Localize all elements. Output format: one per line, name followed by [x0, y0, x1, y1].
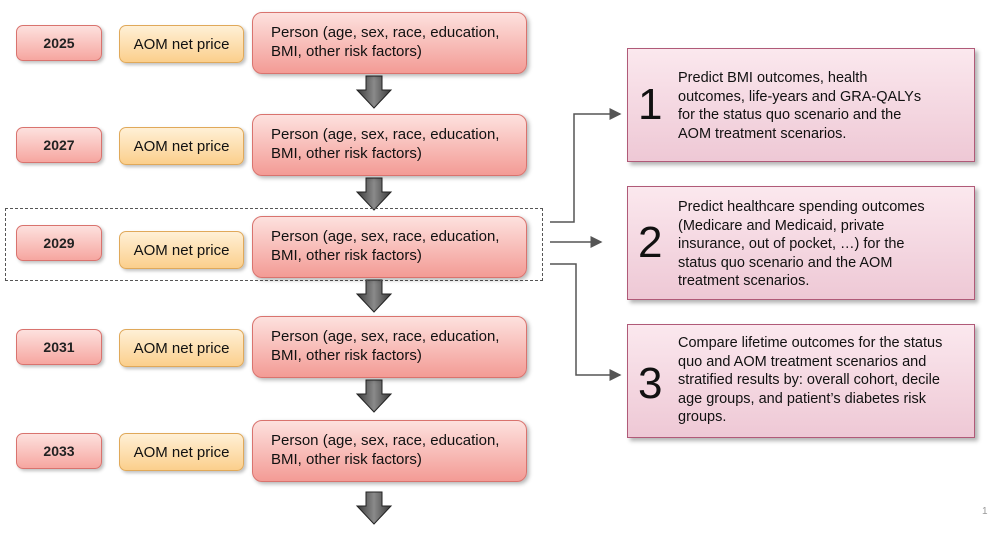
year-2031-box: 2031	[16, 329, 102, 365]
person-line-2: BMI, other risk factors)	[271, 145, 422, 162]
outcome-line: groups.	[678, 409, 727, 425]
outcome-number: 2	[638, 218, 663, 267]
price-label: AOM net price	[133, 35, 230, 53]
price-label: AOM net price	[133, 443, 230, 461]
outcome-line: treatment scenarios.	[678, 273, 810, 289]
outcome-number: 3	[638, 359, 663, 408]
connector-to-outcome-3	[550, 263, 622, 381]
year-label: 2031	[43, 339, 75, 355]
outcome-box-3: 3 Compare lifetime outcomes for the stat…	[627, 324, 975, 438]
person-line-2: BMI, other risk factors)	[271, 43, 422, 60]
person-line-1: Person (age, sex, race, education,	[271, 328, 500, 345]
year-label: 2027	[43, 137, 75, 153]
outcome-line: stratified results by: overall cohort, d…	[678, 372, 940, 388]
down-arrow-1	[355, 75, 393, 109]
person-line-1: Person (age, sex, race, education,	[271, 432, 500, 449]
price-label: AOM net price	[133, 339, 230, 357]
year-2027-box: 2027	[16, 127, 102, 163]
outcome-line: for the status quo scenario and the	[678, 107, 902, 123]
down-arrow-4	[355, 379, 393, 413]
person-line-2: BMI, other risk factors)	[271, 451, 422, 468]
aom-price-box-2029: AOM net price	[119, 231, 244, 269]
highlight-2029-row	[5, 208, 543, 281]
person-line-2: BMI, other risk factors)	[271, 247, 422, 264]
outcome-box-1: 1 Predict BMI outcomes, health outcomes,…	[627, 48, 975, 162]
outcome-number: 1	[638, 80, 663, 129]
outcome-line: (Medicare and Medicaid, private	[678, 217, 885, 234]
person-box-2027: Person (age, sex, race, education, BMI, …	[252, 114, 527, 176]
down-arrow-5	[355, 491, 393, 525]
person-line-1: Person (age, sex, race, education,	[271, 24, 500, 41]
outcome-line: Predict healthcare spending outcomes	[678, 199, 925, 215]
down-arrow-3	[355, 279, 393, 313]
person-box-2025: Person (age, sex, race, education, BMI, …	[252, 12, 527, 74]
person-box-2033: Person (age, sex, race, education, BMI, …	[252, 420, 527, 482]
price-label: AOM net price	[133, 137, 230, 155]
person-line-1: Person (age, sex, race, education,	[271, 126, 500, 143]
outcome-line: status quo scenario and the AOM	[678, 254, 893, 271]
year-2029-box: 2029	[16, 225, 102, 261]
year-label: 2025	[43, 35, 75, 51]
outcome-line: AOM treatment scenarios.	[678, 125, 847, 142]
outcome-line: Compare lifetime outcomes for the status	[678, 335, 943, 351]
person-box-2029: Person (age, sex, race, education, BMI, …	[252, 216, 527, 278]
outcome-line: quo and AOM treatment scenarios and	[678, 353, 927, 370]
outcome-line: Predict BMI outcomes, health	[678, 70, 868, 86]
aom-price-box-2033: AOM net price	[119, 433, 244, 471]
outcome-line: insurance, out of pocket, …) for the	[678, 236, 905, 252]
person-box-2031: Person (age, sex, race, education, BMI, …	[252, 316, 527, 378]
year-2033-box: 2033	[16, 433, 102, 469]
price-label: AOM net price	[133, 241, 230, 259]
outcome-box-2: 2 Predict healthcare spending outcomes (…	[627, 186, 975, 300]
person-line-2: BMI, other risk factors)	[271, 347, 422, 364]
page-number: 1	[982, 506, 988, 517]
outcome-line: outcomes, life-years and GRA-QALYs	[678, 88, 922, 105]
person-line-1: Person (age, sex, race, education,	[271, 228, 500, 245]
aom-price-box-2025: AOM net price	[119, 25, 244, 63]
aom-price-box-2031: AOM net price	[119, 329, 244, 367]
year-label: 2033	[43, 443, 75, 459]
connector-to-outcome-1	[550, 108, 622, 223]
year-label: 2029	[43, 235, 75, 251]
aom-price-box-2027: AOM net price	[119, 127, 244, 165]
down-arrow-2	[355, 177, 393, 211]
year-2025-box: 2025	[16, 25, 102, 61]
outcome-line: age groups, and patient’s diabetes risk	[678, 390, 927, 407]
